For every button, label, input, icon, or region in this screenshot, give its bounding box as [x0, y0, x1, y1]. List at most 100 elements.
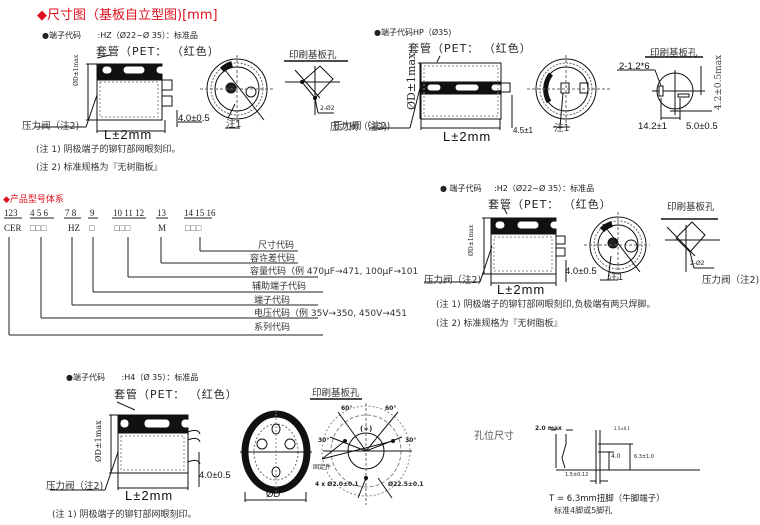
h2-note1-marker: 注1	[608, 272, 624, 283]
h2-capacitor-side-view	[424, 207, 567, 286]
h4-lead-label: 4.0±0.5	[199, 470, 231, 481]
hz-note-2: (注 2) 标准规格为『无树脂板』	[36, 163, 163, 173]
hz-note1-marker: 注1	[226, 119, 242, 130]
bullet-icon: ●	[374, 28, 381, 37]
model-position: 4 5 6	[30, 208, 48, 218]
h4-pcb-hole	[310, 398, 412, 505]
h4-spec-line: ●端子代码 :H4（Ø 35）：标准品	[66, 372, 198, 383]
hz-spec: :HZ（Ø22~Ø 35）：标准品	[97, 31, 198, 40]
h4-sleeve-label: 套管（PET： （红色）	[114, 388, 238, 401]
page-title: ◆尺寸图（基板自立型图)[mm]	[37, 4, 218, 23]
hp-height-label: 4.2±0.5max	[714, 54, 724, 110]
hz-lead-label: 4.0±0.5	[178, 113, 210, 124]
hole-size-max-width: 2.0 max	[535, 425, 562, 432]
model-position: 7 8	[65, 208, 77, 218]
h4-spec: :H4（Ø 35）：标准品	[121, 373, 199, 382]
page-title-unit: [mm]	[182, 8, 218, 23]
h4-holes-label: 4 x Ø2.0±0.1	[315, 481, 359, 488]
hp-capacitor-side-view	[370, 55, 513, 130]
h4-pcb-hole-label: 印刷基板孔	[312, 388, 360, 399]
hole-size-depth: 4.0	[611, 453, 621, 460]
bullet-icon: ●	[66, 373, 73, 382]
hz-terminal-code: 端子代码	[48, 31, 81, 40]
page-title-text: ◆尺寸图（基板自立型图)	[37, 8, 183, 23]
hp-pressure-valve-label: 压力阀（注2)	[330, 122, 388, 133]
hz-pressure-valve-label: 压力阀（注2)	[22, 121, 80, 132]
hp-length-label: L±2mm	[443, 129, 492, 144]
model-system-title: ◆产品型号体系	[3, 195, 64, 205]
hp-diameter-label: ØD±1max	[405, 52, 418, 110]
h4-length-label: L±2mm	[125, 488, 174, 503]
hz-note-1: (注 1) 阴极端子的铆钉部网眼刻印。	[36, 145, 181, 155]
h4-capacitor-side-view	[50, 401, 201, 491]
hz-spec-line: ●端子代码 :HZ（Ø22~Ø 35）：标准品	[42, 30, 198, 41]
model-value: □□□	[30, 223, 47, 233]
h2-spec-line: ● 端子代码 :H2（Ø22~Ø 35）：标准品	[440, 183, 594, 194]
h2-note-2: (注 2) 标准规格为『无树脂板』	[436, 319, 563, 329]
hp-offset-label: 5.0±0.5	[686, 121, 718, 132]
h2-pcb-hole-label: 印刷基板孔	[667, 202, 715, 213]
h2-spec: :H2（Ø22~Ø 35）：标准品	[494, 184, 595, 193]
model-label-aux-terminal: 辅助端子代码	[252, 282, 307, 292]
model-position: 14 15 16	[184, 208, 216, 218]
model-label-size: 尺寸代码	[258, 241, 295, 251]
bullet-icon: ●	[440, 184, 447, 193]
hz-capacitor-side-view	[35, 54, 202, 133]
hp-bottom-view	[527, 55, 610, 128]
hp-pcb-hole	[617, 56, 712, 120]
hp-terminal-code: 端子代码HP（Ø35)	[380, 28, 452, 37]
model-position: 123	[4, 208, 18, 218]
hz-pcb-hole-label: 印刷基板孔	[289, 50, 337, 61]
hp-hole-label: 2-1.2*6	[619, 61, 650, 72]
hz-pcb-hole	[284, 60, 348, 115]
h2-bottom-view	[584, 212, 650, 281]
model-label-voltage: 电压代码（例 35V→350, 450V→451	[254, 309, 407, 319]
model-value: □□□	[114, 223, 131, 233]
hole-size-thickness: 1.5±0.1	[614, 426, 631, 431]
hole-size-height: 6.3±1.0	[634, 454, 655, 460]
h4-angle-60-right: 60°	[385, 405, 397, 412]
h4-diameter-label: ØD±1max	[94, 420, 103, 462]
h2-pressure-valve-label: 压力阀（注2)	[424, 275, 482, 286]
h4-fixture-label: 固定件	[313, 464, 332, 471]
h4-terminal-code: 端子代码	[72, 373, 105, 382]
h2-hole-label: 2-Ø2	[690, 260, 705, 267]
hp-pitch-label: 14.2±1	[638, 121, 667, 132]
hz-diameter-label: ØD±1max	[73, 54, 80, 86]
model-value: □	[89, 223, 95, 233]
h4-polarity-mark: (+)	[360, 425, 373, 433]
h4-angle-30-right: 30°	[405, 437, 417, 444]
h2-length-label: L±2mm	[497, 282, 546, 297]
h2-terminal-code: 端子代码	[449, 184, 482, 193]
hole-size-title: 孔位尺寸	[474, 431, 514, 442]
hole-size-caption-2: 标准4脚或5脚孔	[554, 506, 613, 515]
h4-angle-60-left: 60°	[341, 405, 353, 412]
hole-size-caption-1: T = 6.3mm扭脚（牛脚端子）	[549, 494, 665, 504]
h2-note-1: (注 1) 阴极端子的铆钉部网眼刻印,负极端有两只焊脚。	[436, 300, 656, 310]
h2-lead-label: 4.0±0.5	[565, 266, 597, 277]
hz-sleeve-label: 套管（PET： （红色）	[96, 45, 220, 58]
model-position: 10 11 12	[113, 208, 145, 218]
h4-pressure-valve-label: 压力阀（注2)	[46, 481, 104, 492]
hz-hole-label: 2-Ø2	[320, 105, 335, 112]
model-label-terminal: 端子代码	[254, 296, 291, 306]
h2-pcb-pressure-valve-label: 压力阀（注2)	[702, 275, 760, 286]
h4-note-1: (注 1) 阴极端子的铆钉部网眼刻印。	[52, 510, 197, 520]
hz-length-label: L±2mm	[104, 127, 153, 142]
h4-circle-label: Ø22.5±0.1	[388, 481, 424, 488]
model-value: M	[158, 223, 167, 233]
model-label-series: 系列代码	[254, 323, 291, 333]
model-label-capacitance: 容量代码（例 470μF→471, 100μF→101	[250, 267, 419, 277]
h2-diameter-label: ØD±1max	[468, 224, 475, 256]
model-position: 9	[90, 208, 95, 218]
hz-pcb-pressure-valve-label: 压力阀（注2)	[333, 121, 391, 132]
h4-bottom-diameter-label: ØD	[266, 489, 281, 500]
hp-pcb-hole-label: 印刷基板孔	[650, 48, 698, 59]
hp-spec-line: ●端子代码HP（Ø35)	[374, 27, 451, 38]
h2-sleeve-label: 套管（PET： （红色）	[488, 198, 612, 211]
hole-size-pin-width: 1.5±0.12	[565, 472, 589, 478]
hp-sleeve-label: 套管（PET： （红色）	[408, 42, 532, 55]
hole-size-detail	[551, 429, 700, 484]
model-label-tolerance: 容许差代码	[250, 254, 296, 264]
